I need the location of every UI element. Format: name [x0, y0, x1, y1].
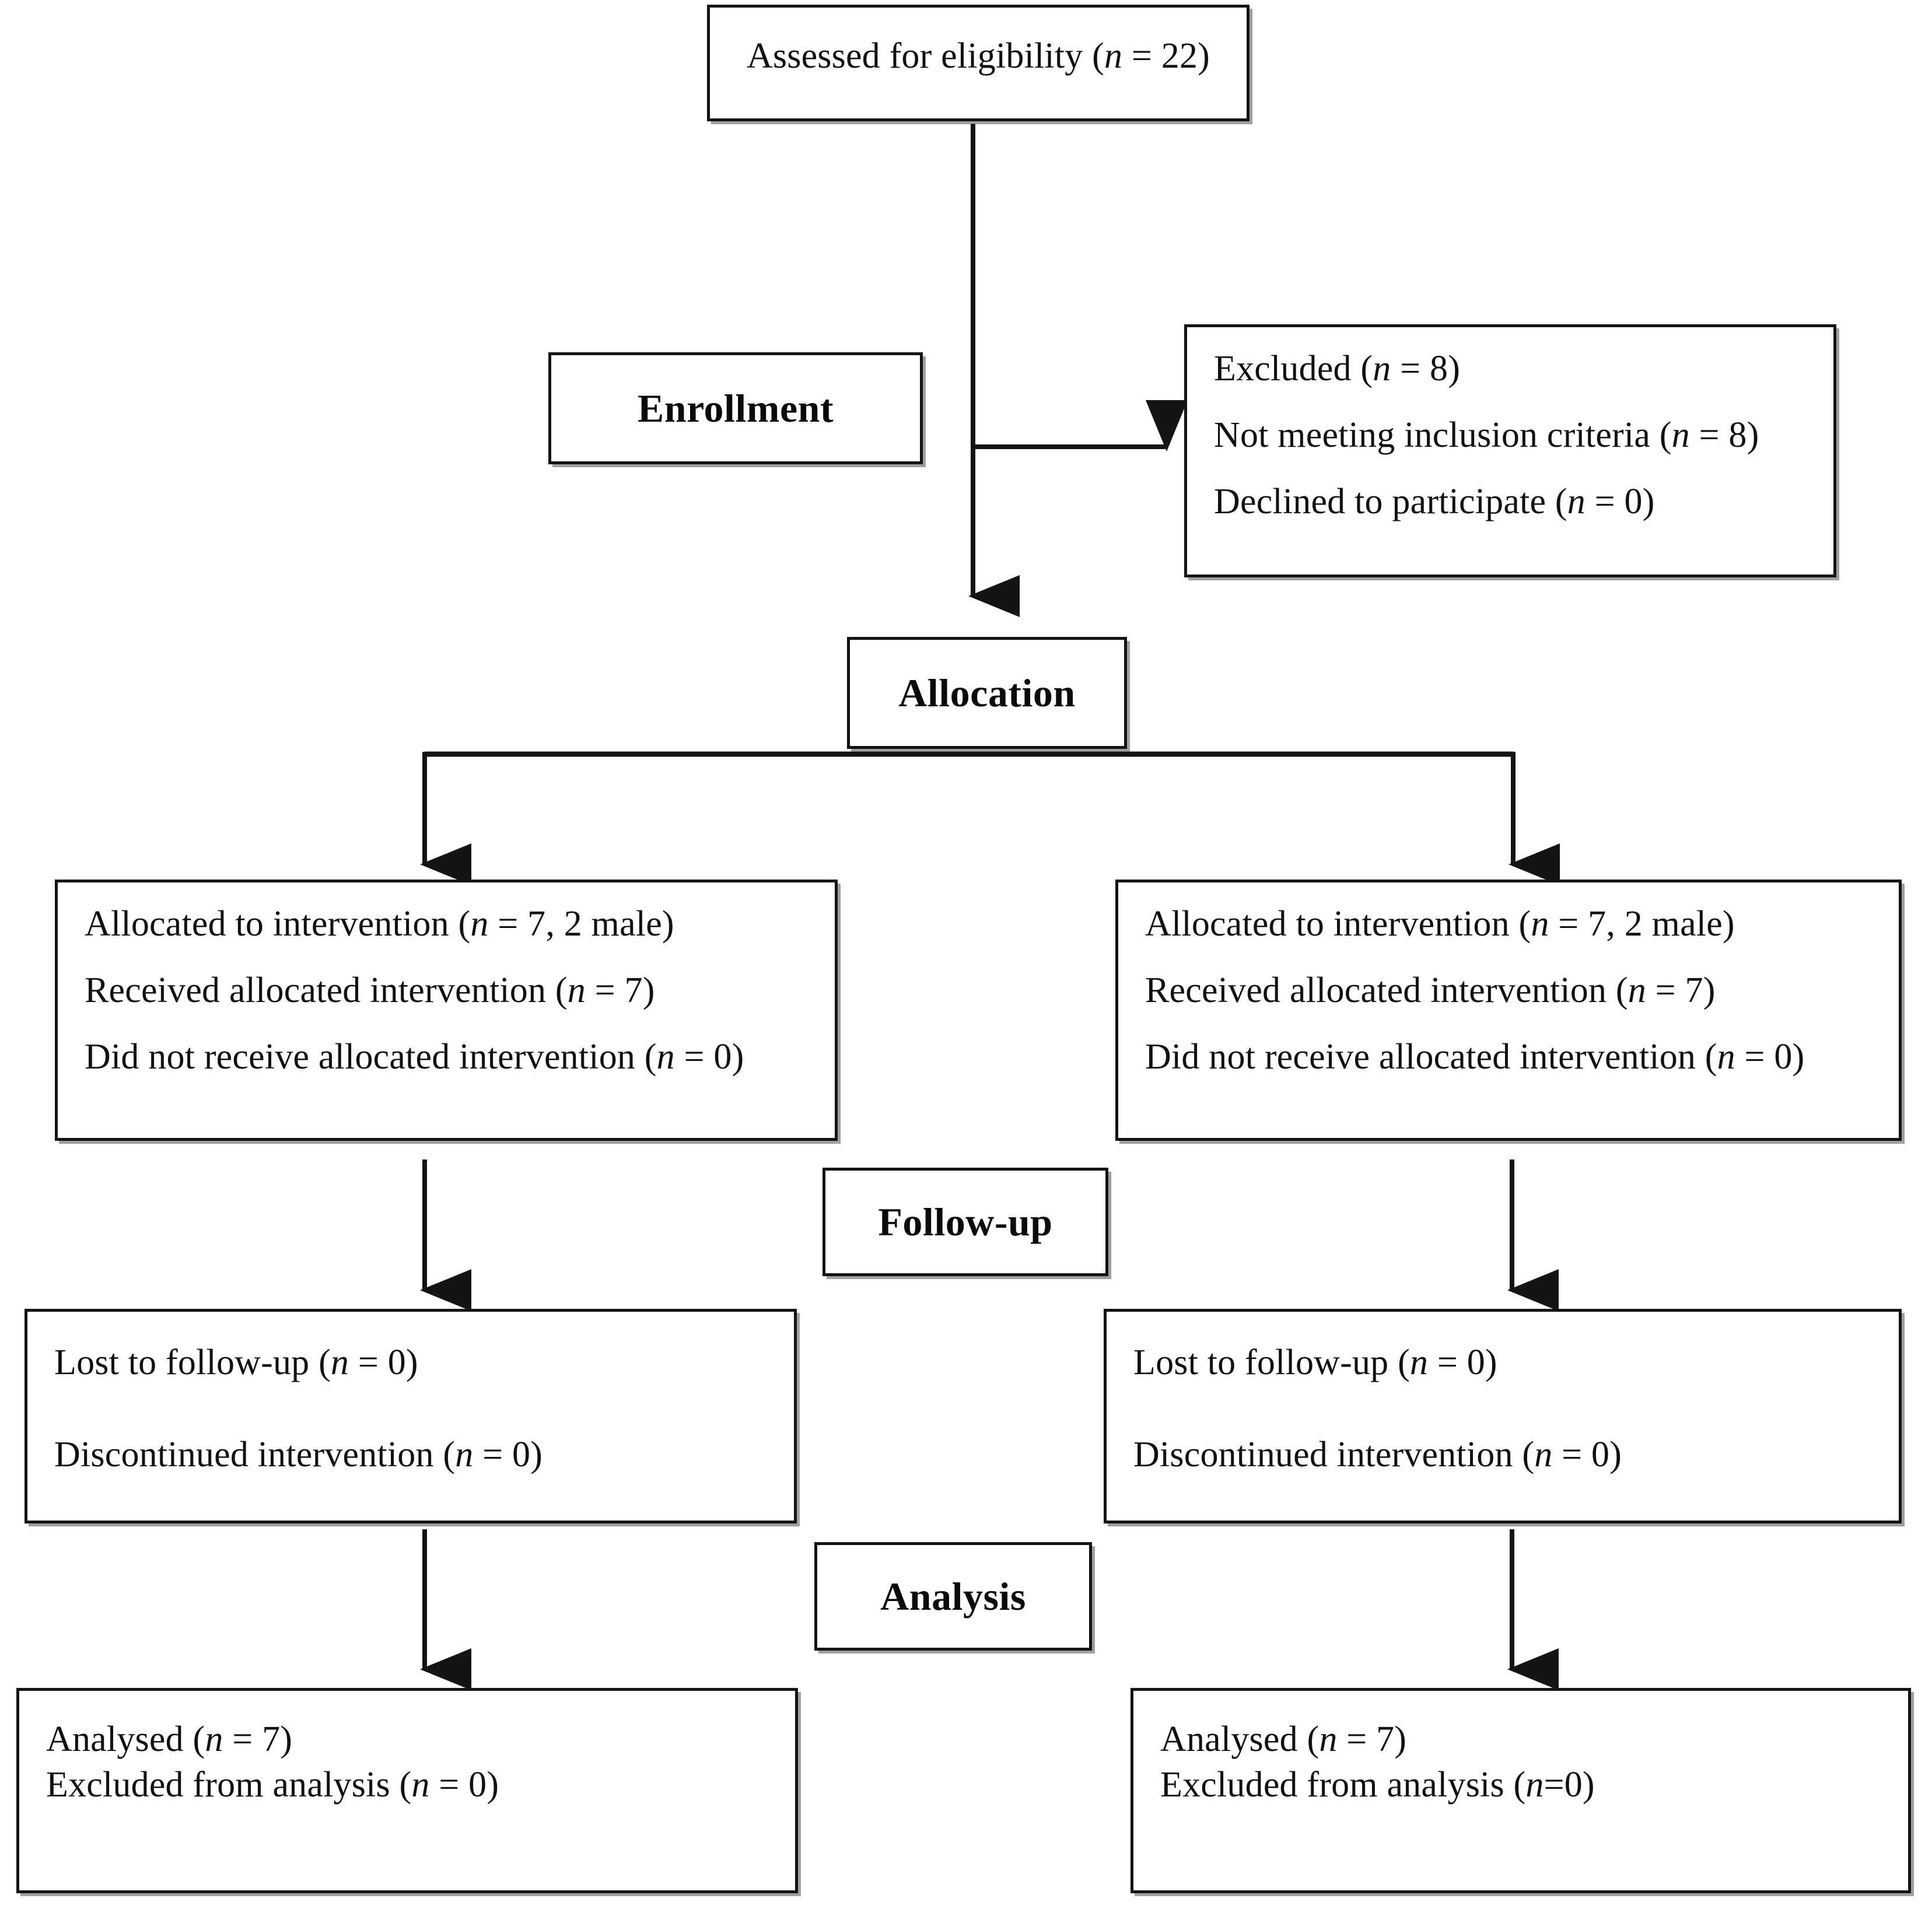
stage-label-followup: Follow-up [822, 1168, 1108, 1276]
n-symbol: n [656, 1037, 675, 1077]
box-allocation-left: Allocated to intervention (n = 7, 2 male… [55, 880, 838, 1141]
analysed-right-line-2: Excluded from analysis (n=0) [1160, 1765, 1595, 1805]
box-allocation-left-content: Allocated to intervention (n = 7, 2 male… [58, 882, 835, 1075]
allocation-left-line-3: Did not receive allocated intervention (… [85, 1037, 744, 1077]
followup-left-line-1: Lost to follow-up (n = 0) [54, 1343, 418, 1382]
n-symbol: n [1717, 1037, 1735, 1077]
analysed-right-line-1: Analysed (n = 7) [1160, 1719, 1407, 1759]
box-excluded-content: Excluded (n = 8) Not meeting inclusion c… [1187, 327, 1833, 520]
box-assessed-content: Assessed for eligibility (n = 22) [710, 8, 1247, 74]
n-symbol: n [1531, 904, 1549, 944]
n-symbol: n [1534, 1435, 1553, 1474]
stage-analysis-text: Analysis [880, 1574, 1026, 1619]
box-excluded: Excluded (n = 8) Not meeting inclusion c… [1184, 324, 1836, 577]
box-analysed-left-content: Analysed (n = 7) Excluded from analysis … [19, 1691, 795, 1803]
allocation-right-line-2: Received allocated intervention (n = 7) [1145, 971, 1716, 1010]
n-symbol: n [205, 1719, 223, 1759]
stage-allocation-text: Allocation [898, 670, 1076, 715]
excluded-line-2: Not meeting inclusion criteria (n = 8) [1214, 415, 1759, 455]
n-symbol: n [1628, 971, 1646, 1010]
allocation-right-line-1: Allocated to intervention (n = 7, 2 male… [1145, 904, 1735, 944]
n-symbol: n [455, 1435, 474, 1474]
n-symbol: n [470, 904, 489, 944]
box-allocation-right-content: Allocated to intervention (n = 7, 2 male… [1118, 882, 1899, 1075]
n-symbol: n [1567, 482, 1586, 521]
analysed-left-line-1: Analysed (n = 7) [46, 1719, 293, 1759]
box-analysed-right-content: Analysed (n = 7) Excluded from analysis … [1133, 1691, 1908, 1803]
allocation-left-line-1: Allocated to intervention (n = 7, 2 male… [85, 904, 674, 944]
n-symbol: n [1525, 1765, 1544, 1805]
box-analysed-right: Analysed (n = 7) Excluded from analysis … [1130, 1688, 1911, 1893]
excluded-line-3: Declined to participate (n = 0) [1214, 482, 1655, 521]
box-assessed-for-eligibility: Assessed for eligibility (n = 22) [707, 5, 1250, 121]
n-symbol: n [567, 971, 586, 1010]
followup-right-line-2: Discontinued intervention (n = 0) [1133, 1435, 1622, 1474]
n-symbol: n [1373, 349, 1391, 388]
box-allocation-right: Allocated to intervention (n = 7, 2 male… [1115, 880, 1902, 1141]
stage-enrollment-text: Enrollment [637, 386, 834, 430]
allocation-left-line-2: Received allocated intervention (n = 7) [85, 971, 655, 1010]
stage-followup-text: Follow-up [878, 1199, 1053, 1244]
stage-label-allocation: Allocation [847, 637, 1127, 749]
excluded-line-1: Excluded (n = 8) [1214, 349, 1461, 388]
n-symbol: n [1319, 1719, 1338, 1759]
n-symbol: n [1409, 1343, 1429, 1382]
followup-right-line-1: Lost to follow-up (n = 0) [1133, 1343, 1497, 1382]
stage-label-analysis: Analysis [814, 1542, 1092, 1651]
stage-label-enrollment: Enrollment [548, 352, 923, 464]
box-followup-left: Lost to follow-up (n = 0) Discontinued i… [24, 1309, 797, 1523]
n-symbol: n [1104, 36, 1123, 76]
box-followup-left-content: Lost to follow-up (n = 0) Discontinued i… [27, 1312, 794, 1473]
followup-left-line-2: Discontinued intervention (n = 0) [54, 1435, 543, 1474]
allocation-right-line-3: Did not receive allocated intervention (… [1145, 1037, 1805, 1077]
n-symbol: n [1671, 415, 1690, 455]
box-analysed-left: Analysed (n = 7) Excluded from analysis … [16, 1688, 798, 1893]
analysed-left-line-2: Excluded from analysis (n = 0) [46, 1765, 499, 1805]
assessed-line-1: Assessed for eligibility (n = 22) [746, 36, 1210, 76]
box-followup-right: Lost to follow-up (n = 0) Discontinued i… [1104, 1309, 1902, 1523]
box-followup-right-content: Lost to follow-up (n = 0) Discontinued i… [1107, 1312, 1899, 1473]
n-symbol: n [330, 1343, 349, 1382]
n-symbol: n [411, 1765, 430, 1805]
